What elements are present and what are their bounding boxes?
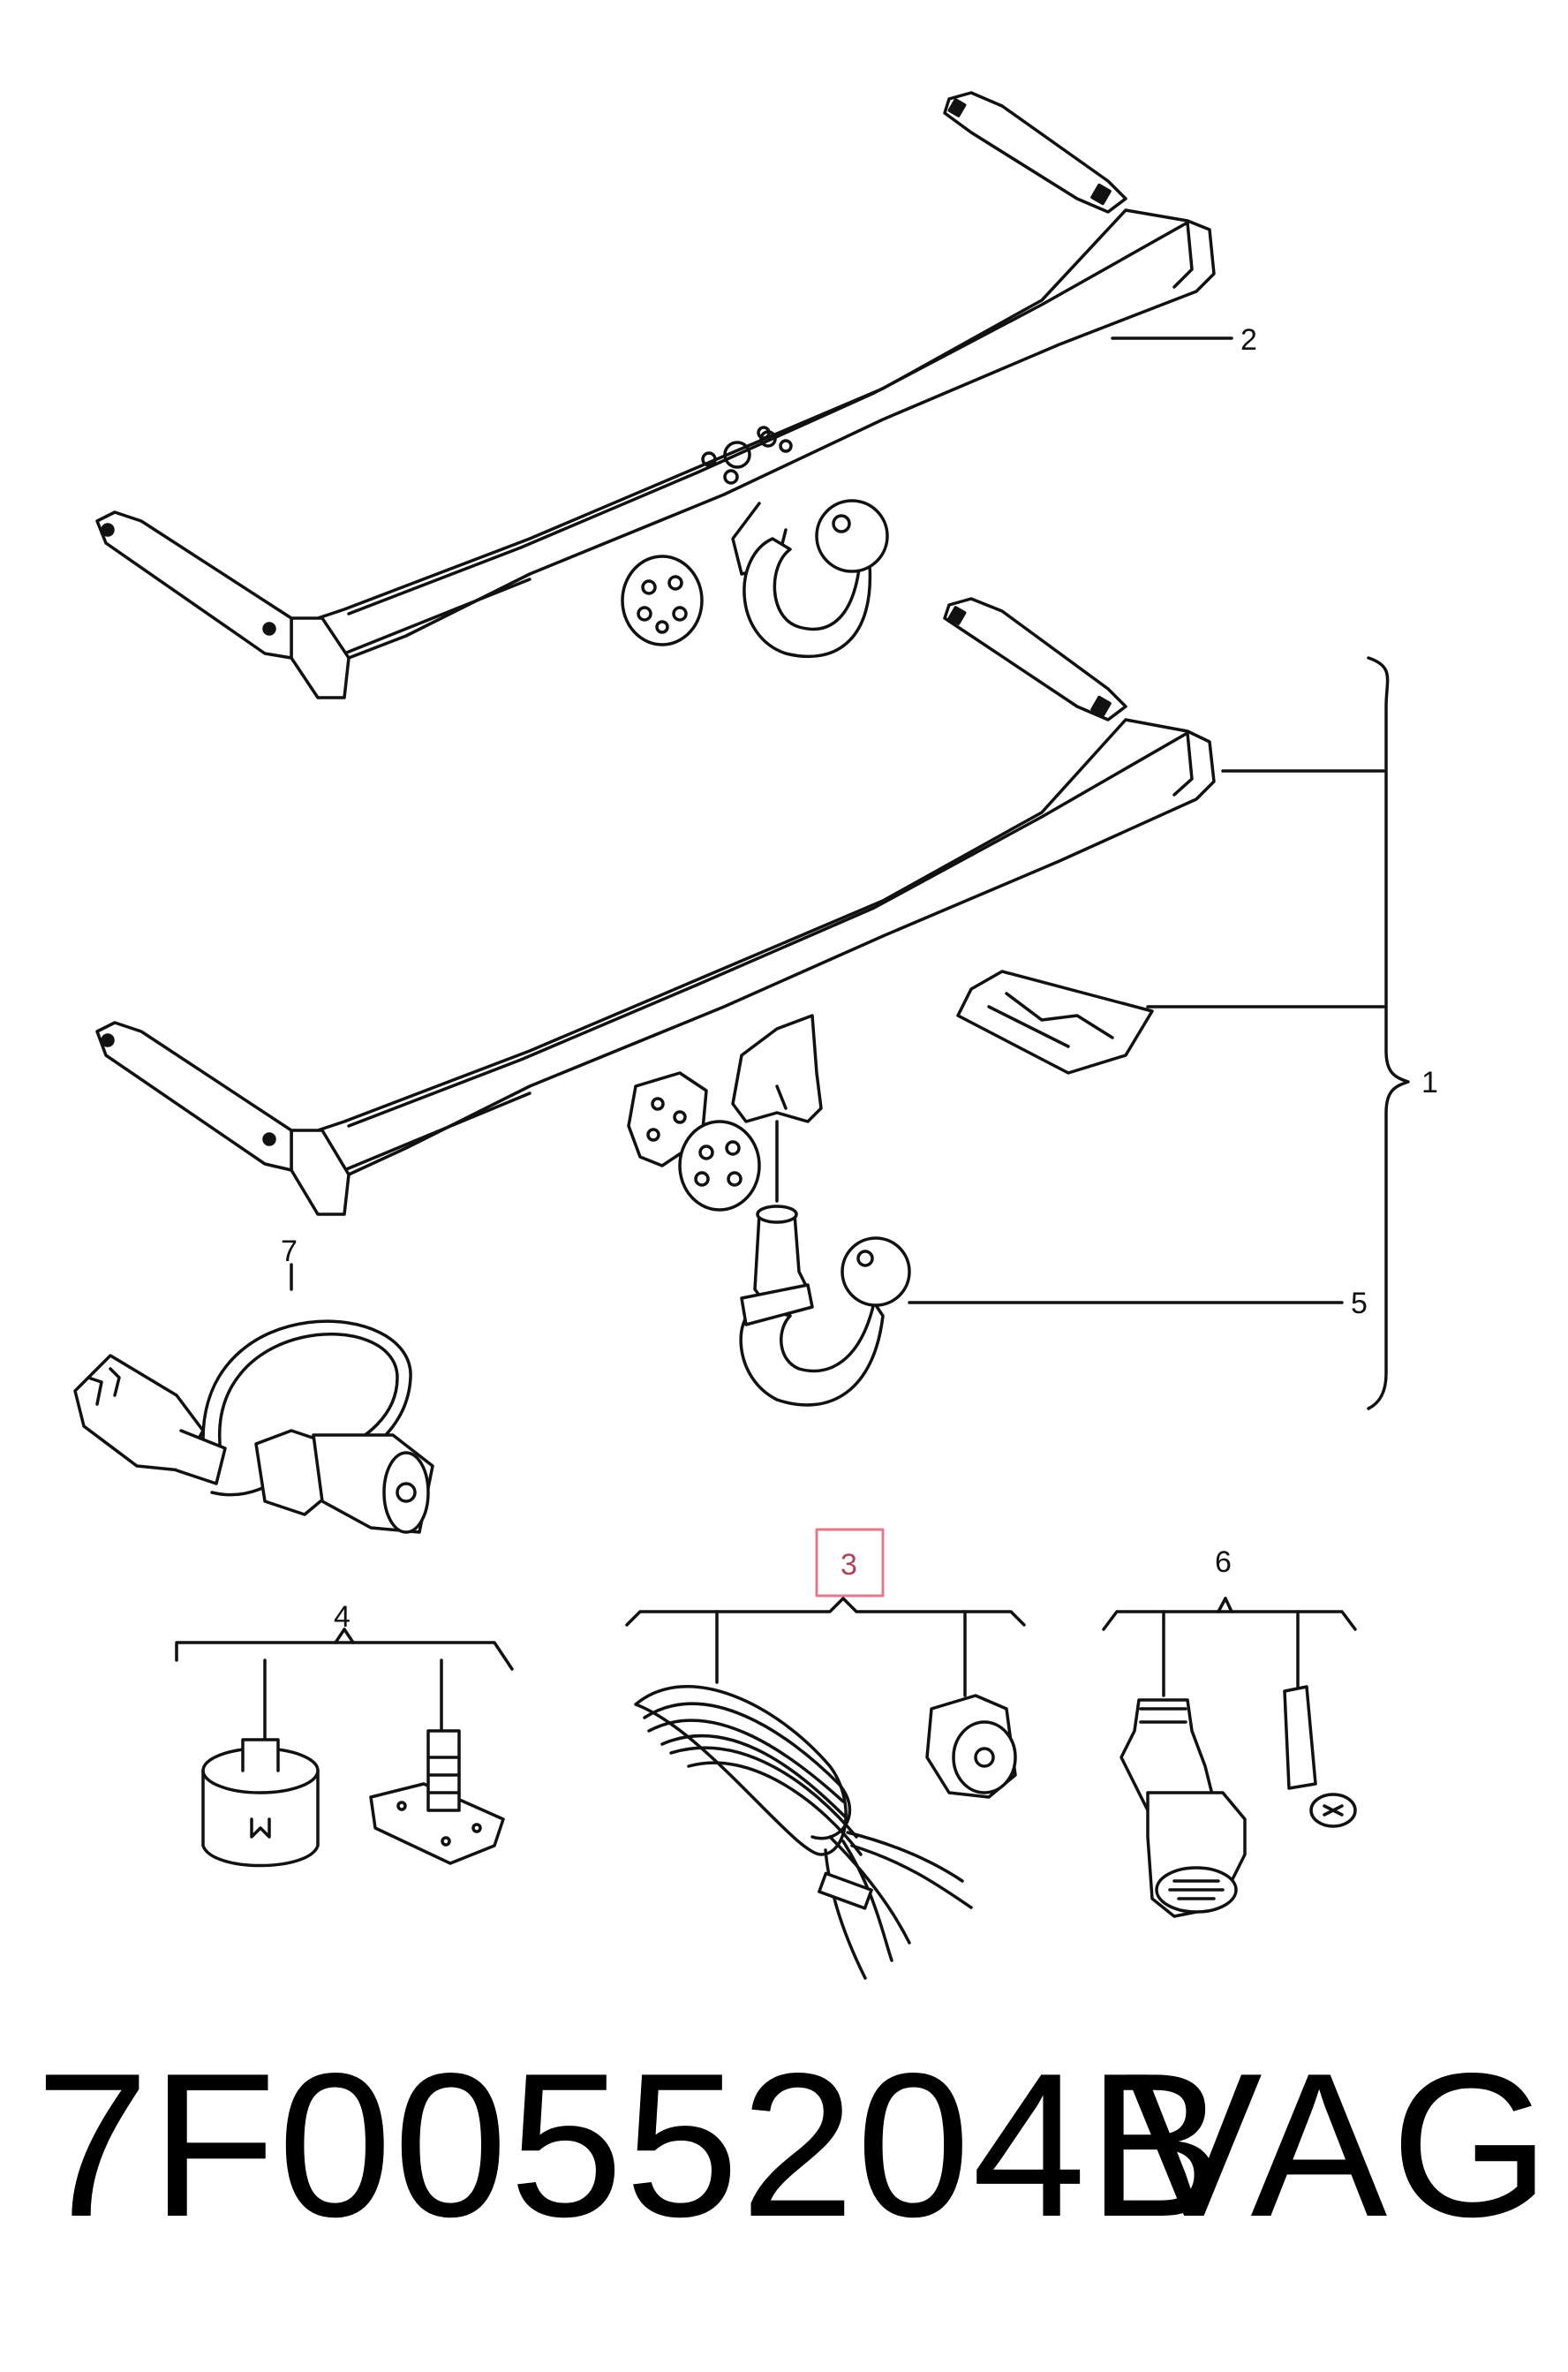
callout-3[interactable]: 3 (841, 1548, 857, 1582)
callout-3-highlight[interactable] (815, 1528, 885, 1598)
stud-plate-part (369, 1729, 505, 1865)
callout-4[interactable]: 4 (334, 1600, 351, 1634)
callout-7[interactable]: 7 (281, 1235, 298, 1268)
callout-2[interactable]: 2 (1240, 323, 1257, 357)
part-footer: 7F0055204B VAG (35, 2031, 1550, 2260)
wiring-harness-part[interactable] (625, 1597, 1026, 1980)
tow-bar-crossmember-upper (95, 91, 1216, 699)
tow-bar-crossmember-lower (95, 597, 1216, 1407)
brand-name: VAG (1126, 2031, 1554, 2260)
cap-part (1283, 1685, 1357, 1828)
adapter-cable-part (73, 1319, 434, 1534)
plug-part (1119, 1698, 1247, 1918)
part-number: 7F0055204B (35, 2031, 1226, 2260)
callout-1[interactable]: 1 (1421, 1066, 1438, 1099)
callout-5[interactable]: 5 (1351, 1287, 1368, 1320)
callout-6[interactable]: 6 (1215, 1545, 1232, 1579)
bracket-part-4 (175, 1641, 514, 1671)
bracket-part-6 (1102, 1610, 1357, 1631)
grommet-part (201, 1738, 320, 1868)
